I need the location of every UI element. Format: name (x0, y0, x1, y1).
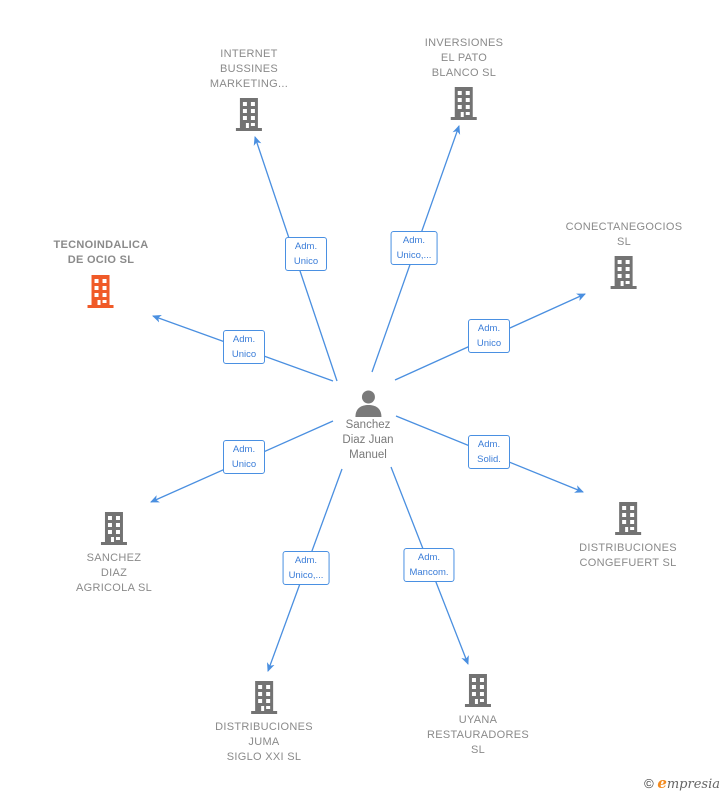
company-node-sanchez-diaz-agricola[interactable]: SANCHEZ DIAZ AGRICOLA SL (76, 511, 152, 596)
role-badge[interactable]: Adm. Unico (285, 237, 327, 271)
brand-logo: empresia (657, 774, 720, 792)
building-icon (87, 275, 114, 308)
company-name: DISTRIBUCIONES JUMA SIGLO XXI SL (215, 721, 313, 763)
role-badge[interactable]: Adm. Solid. (468, 435, 510, 469)
company-name: TECNOINDALICA DE OCIO SL (53, 239, 149, 266)
building-icon (235, 98, 262, 131)
role-badge[interactable]: Adm. Unico,... (282, 551, 330, 585)
copyright-symbol: © (644, 776, 654, 791)
center-person-name: Sanchez Diaz Juan Manuel (342, 419, 394, 461)
role-badge[interactable]: Adm. Unico (468, 319, 510, 353)
building-icon (610, 256, 637, 289)
company-name: DISTRIBUCIONES CONGEFUERT SL (579, 542, 677, 569)
building-icon (101, 512, 127, 545)
company-name: SANCHEZ DIAZ AGRICOLA SL (75, 552, 153, 594)
company-node-uyana[interactable]: UYANA RESTAURADORES SL (427, 673, 529, 758)
company-node-conectanegocios[interactable]: CONECTANEGOCIOS SL (566, 220, 683, 289)
company-node-internet[interactable]: INTERNET BUSSINES MARKETING... (210, 47, 288, 131)
company-name: UYANA RESTAURADORES SL (426, 714, 530, 756)
company-node-inversiones[interactable]: INVERSIONES EL PATO BLANCO SL (425, 36, 504, 120)
company-node-juma[interactable]: DISTRIBUCIONES JUMA SIGLO XXI SL (215, 680, 313, 765)
person-icon (354, 390, 381, 417)
role-badge[interactable]: Adm. Unico (223, 330, 265, 364)
center-person[interactable]: Sanchez Diaz Juan Manuel (342, 388, 394, 463)
company-node-tecnoindalica[interactable]: TECNOINDALICA DE OCIO SL (54, 238, 149, 308)
building-icon (451, 87, 477, 120)
company-name: INTERNET BUSSINES MARKETING... (209, 48, 289, 90)
company-name: INVERSIONES EL PATO BLANCO SL (424, 37, 504, 79)
role-badge[interactable]: Adm. Mancom. (403, 548, 455, 582)
role-badge[interactable]: Adm. Unico (223, 440, 265, 474)
company-name: CONECTANEGOCIOS SL (565, 221, 683, 248)
building-icon (251, 681, 277, 714)
role-badge[interactable]: Adm. Unico,... (390, 231, 438, 265)
building-icon (464, 674, 491, 707)
footer-brand: © empresia (644, 774, 720, 792)
building-icon (615, 502, 641, 535)
company-node-congefuert[interactable]: DISTRIBUCIONES CONGEFUERT SL (579, 501, 677, 571)
